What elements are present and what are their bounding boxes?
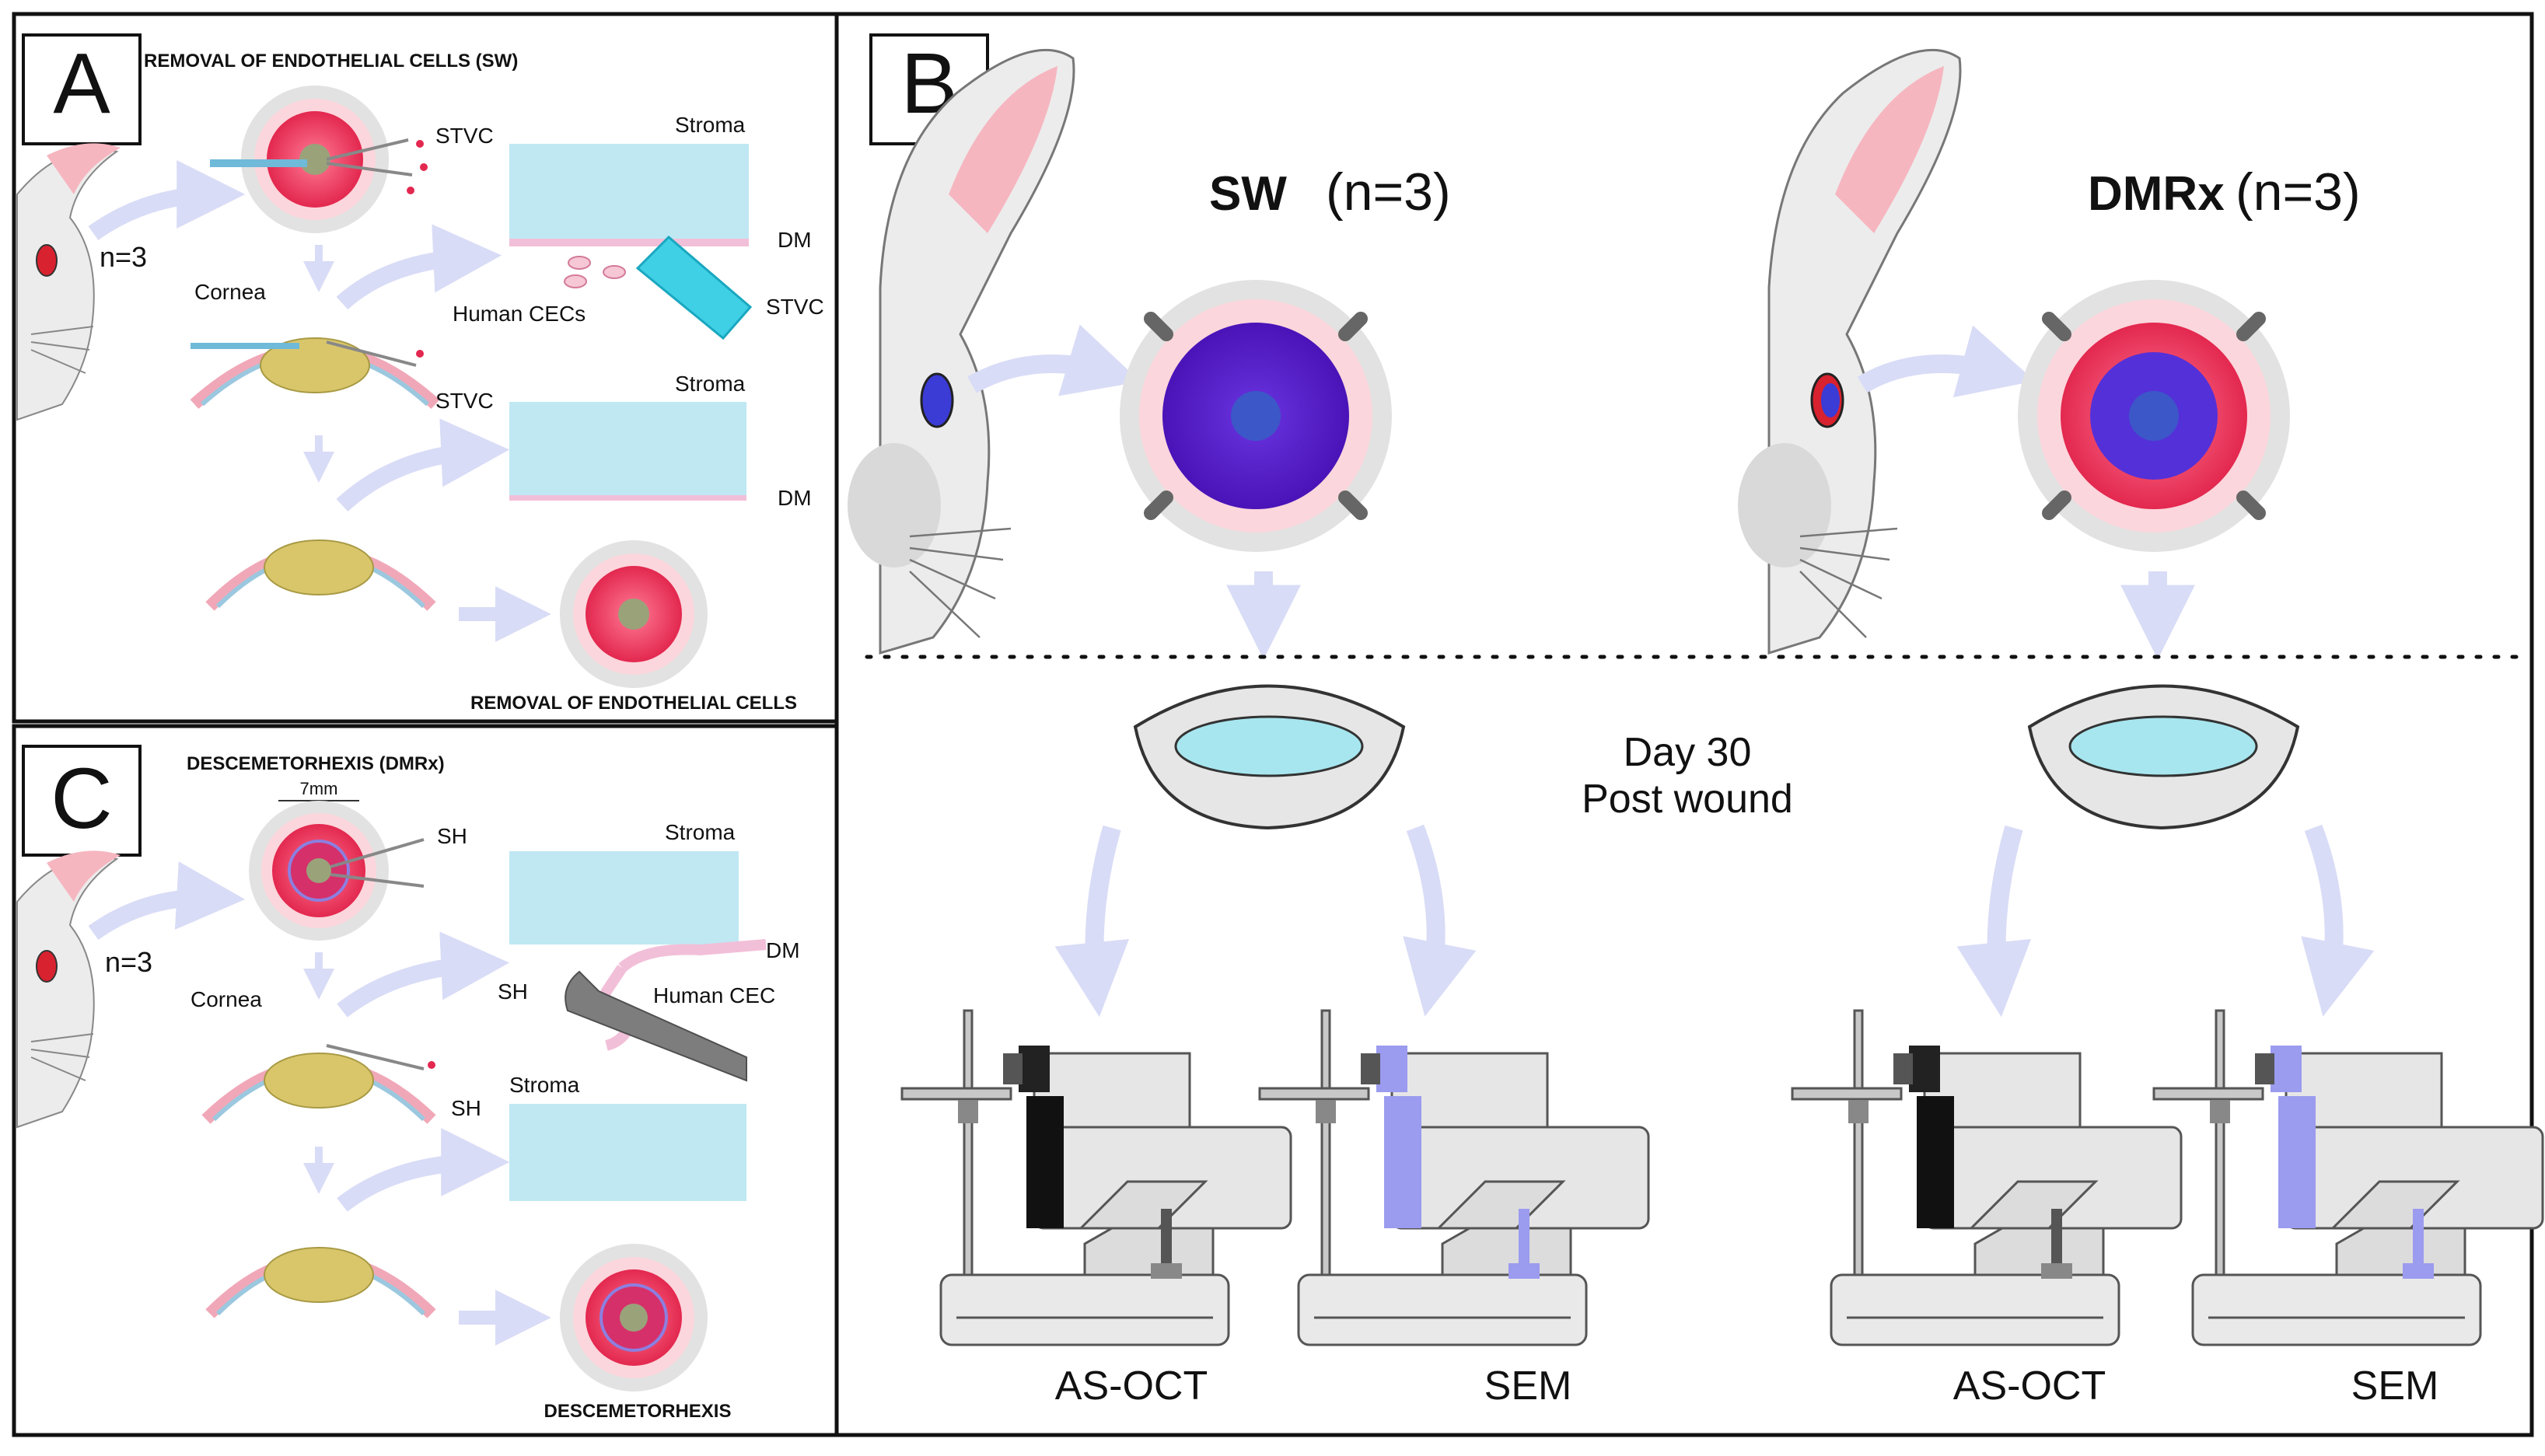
timepoint-line2: Post wound [1582,777,1793,822]
device-label-asoct-dmrx: AS-OCT [1953,1363,2106,1409]
label-sh-top: SH [437,824,467,848]
label-7mm: 7mm [300,779,338,798]
panel-c-letter: C [51,751,112,847]
eye-result-a [560,540,708,688]
label-stvc-tool: STVC [766,295,824,319]
eye-top-view-a1 [210,86,428,233]
sh-tool-grey [565,970,747,1082]
eye-cross-section-c1 [201,1044,436,1124]
group-dmrx-n: (n=3) [2236,162,2361,222]
label-stroma-a1: Stroma [675,113,746,137]
panel-c-title: DESCEMETORHEXIS (DMRx) [187,753,445,774]
machine-asoct-dmrx [1791,1009,2183,1346]
label-dm-c: DM [766,938,800,962]
arrow-b-dmrx-1 [1857,325,2036,398]
label-dm-a1: DM [778,228,812,252]
group-dmrx-name: DMRx [2088,167,2225,221]
label-stroma-a2: Stroma [675,372,746,396]
eye-cross-section-a2 [205,539,436,611]
arrow-a-2 [336,224,502,310]
panel-c-n: n=3 [105,946,152,978]
machine-sem-dmrx [2152,1009,2544,1346]
panel-b: B SW (n=3) [848,33,2544,1409]
rabbit-head-a [16,143,121,421]
rabbit-head-sw [848,48,1075,655]
device-label-asoct-sw: AS-OCT [1055,1363,1208,1409]
group-sw-n: (n=3) [1326,162,1451,222]
panel-c-caption: DESCEMETORHEXIS [544,1401,732,1422]
label-stvc-top: STVC [435,124,494,148]
eye-top-view-c1 [249,801,425,941]
timepoint-line1: Day 30 [1624,730,1752,775]
arrow-a-1 [88,160,246,240]
rabbit-head-dmrx [1738,48,1962,655]
eye-sw [1120,280,1392,552]
label-dm-a2: DM [778,486,812,510]
arrow-a-3 [336,418,510,512]
panel-a-caption: REMOVAL OF ENDOTHELIAL CELLS [470,693,797,714]
arrow-sw-to-sem [1403,824,1477,1017]
panel-c-letter-box [22,745,142,857]
label-stvc-mid: STVC [435,389,494,413]
stvc-tool-cyan [635,235,753,340]
eye-dmrx [2018,280,2290,552]
eye-cross-section-c2 [205,1247,436,1318]
label-stroma-c1: Stroma [665,820,736,844]
group-sw-name: SW [1209,167,1287,221]
machine-sem-sw [1258,1009,1650,1346]
arrow-b-sw-1 [967,324,1141,396]
label-human-cec: Human CEC [653,983,775,1007]
label-cornea-a: Cornea [194,280,266,304]
stroma-block-a1 [509,144,749,239]
panel-a-letter: A [53,36,110,131]
panel-c: C DESCEMETORHEXIS (DMRx) 7mm n=3 SH Stro… [16,745,800,1422]
stroma-block-c1 [509,851,739,944]
label-sh-tool: SH [498,979,528,1004]
label-stroma-c2: Stroma [509,1073,580,1097]
arrow-sw-to-asoct [1054,825,1130,1018]
dm-layer-a1 [509,239,749,246]
human-cecs [564,256,626,288]
arrow-dmrx-to-sem [2301,824,2375,1017]
arrow-c-3 [337,1128,510,1212]
cornea-dish-sw [1133,684,1406,830]
arrow-c-2 [337,931,510,1018]
label-human-cecs: Human CECs [453,302,586,326]
machine-asoct-sw [900,1009,1292,1346]
cornea-dish-dmrx [2027,684,2300,830]
arrow-dmrx-to-asoct [1956,825,2032,1018]
panel-a-title: REMOVAL OF ENDOTHELIAL CELLS (SW) [144,51,518,72]
stroma-block-c2 [509,1104,746,1201]
eye-result-c [560,1244,708,1391]
device-label-sem-dmrx: SEM [2351,1363,2439,1409]
arrow-c-1 [88,861,246,941]
panel-a-n: n=3 [100,241,147,273]
stroma-block-a2 [509,402,746,495]
panel-a: A REMOVAL OF ENDOTHELIAL CELLS (SW) n=3 … [16,33,824,714]
dm-layer-a2 [509,495,746,501]
label-cornea-c: Cornea [191,987,262,1011]
panel-a-letter-box [22,33,142,145]
eye-cross-section-a1 [190,337,440,409]
rabbit-head-c [16,850,121,1129]
label-sh-mid: SH [451,1096,481,1120]
device-label-sem-sw: SEM [1484,1363,1572,1409]
